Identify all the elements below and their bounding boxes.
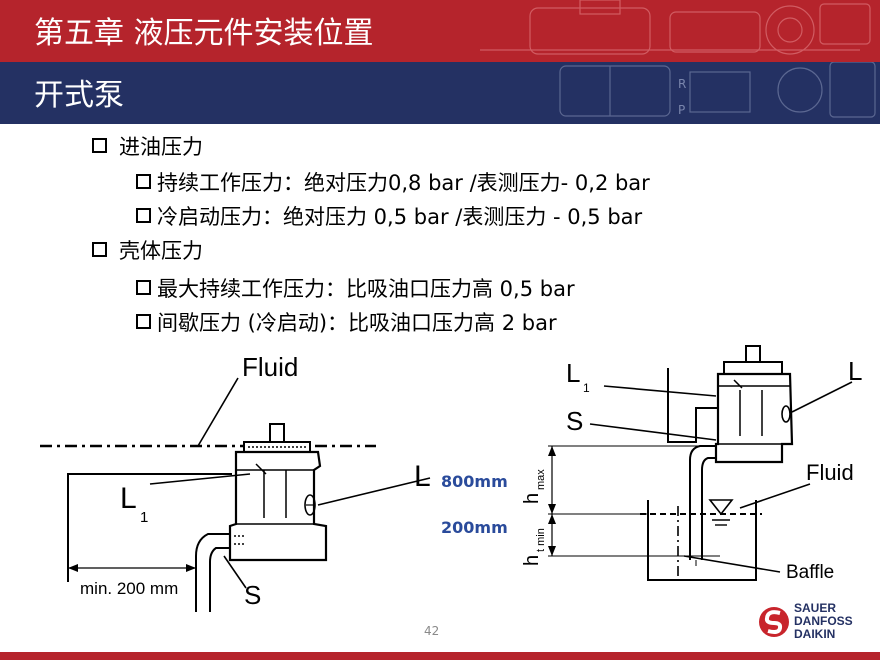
right-l-port-label: L bbox=[848, 356, 862, 386]
page-number: 42 bbox=[424, 624, 440, 638]
logo-line-1: SAUER bbox=[794, 601, 837, 615]
engine-watermark-graphic-lower: R P bbox=[559, 62, 876, 118]
checkbox-bullet-icon bbox=[136, 208, 151, 223]
right-baffle-label: Baffle bbox=[786, 562, 834, 583]
checkbox-bullet-icon bbox=[136, 314, 151, 329]
left-fluid-label: Fluid bbox=[242, 352, 298, 382]
bullet-cold-start-pressure: 冷启动压力：绝对压力 0,5 bar /表测压力 - 0,5 bar bbox=[136, 204, 642, 230]
watermark-letter-r: R bbox=[678, 77, 686, 91]
hmin-label: h bbox=[521, 555, 543, 566]
checkbox-bullet-icon bbox=[92, 138, 107, 153]
left-l1-port-label: L bbox=[120, 482, 137, 515]
left-pump-diagram bbox=[40, 377, 431, 612]
section-header-bar: R P 开式泵 bbox=[0, 62, 880, 124]
min-height-value: 200mm bbox=[441, 518, 508, 537]
logo-line-2: DANFOSS bbox=[794, 614, 853, 628]
bullet-max-continuous-pressure: 最大持续工作压力：比吸油口压力高 0,5 bar bbox=[136, 276, 575, 302]
checkbox-bullet-icon bbox=[136, 174, 151, 189]
right-pump-diagram bbox=[548, 345, 853, 581]
left-l1-subscript: 1 bbox=[140, 509, 148, 526]
left-s-port-label: S bbox=[244, 580, 261, 610]
bullet-intermittent-pressure: 间歇压力 (冷启动)：比吸油口压力高 2 bar bbox=[136, 310, 557, 336]
bullet-case-pressure: 壳体压力 bbox=[92, 238, 203, 264]
left-l-port-label: L bbox=[414, 460, 431, 493]
hmin-subscript: t min bbox=[535, 528, 547, 552]
bullet-inlet-pressure: 进油压力 bbox=[92, 134, 203, 160]
chapter-header-bar: 第五章 液压元件安装位置 bbox=[0, 0, 880, 62]
right-s-port-label: S bbox=[566, 406, 583, 436]
right-l1-subscript: 1 bbox=[583, 381, 590, 395]
bullet-continuous-pressure: 持续工作压力：绝对压力0,8 bar /表测压力- 0,2 bar bbox=[136, 170, 650, 196]
max-height-value: 800mm bbox=[441, 472, 508, 491]
checkbox-bullet-icon bbox=[136, 280, 151, 295]
section-title: 开式泵 bbox=[34, 78, 124, 113]
right-fluid-label: Fluid bbox=[806, 460, 854, 485]
engine-watermark-graphic bbox=[480, 0, 871, 55]
chapter-title: 第五章 液压元件安装位置 bbox=[34, 16, 374, 51]
right-l1-port-label: L bbox=[566, 358, 580, 388]
footer-bar bbox=[0, 652, 880, 660]
watermark-letter-p: P bbox=[678, 103, 685, 117]
left-min-dimension-label: min. 200 mm bbox=[80, 579, 178, 598]
logo-emblem-icon bbox=[759, 607, 789, 637]
logo-line-3: DAIKIN bbox=[794, 627, 836, 641]
hmax-subscript: max bbox=[535, 469, 547, 490]
hmax-label: h bbox=[521, 493, 543, 504]
sauer-danfoss-daikin-logo: SAUER DANFOSS DAIKIN bbox=[758, 602, 868, 642]
checkbox-bullet-icon bbox=[92, 242, 107, 257]
